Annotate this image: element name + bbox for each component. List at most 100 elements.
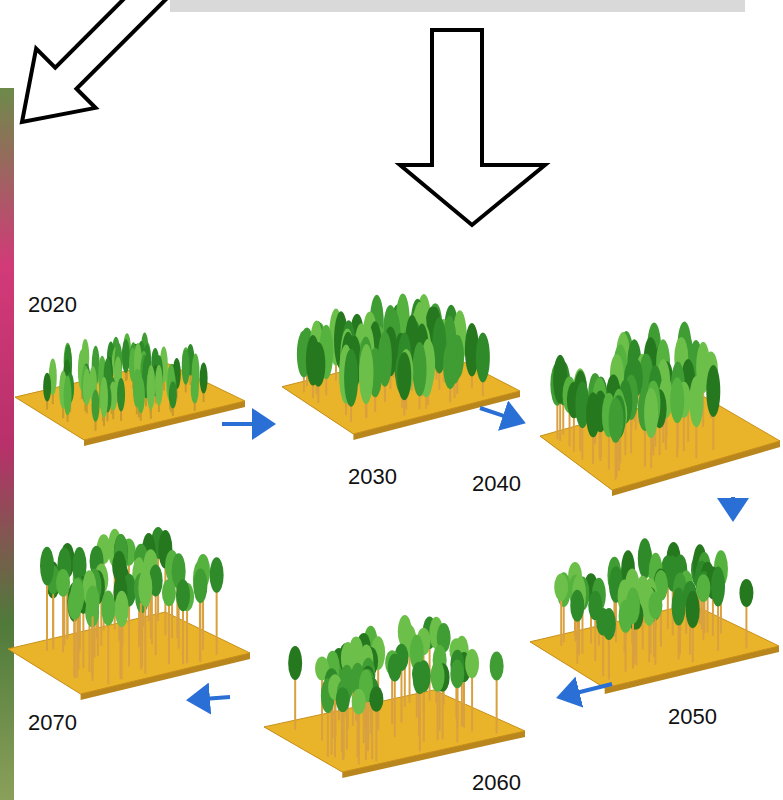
tree-canopy: [352, 689, 366, 715]
flow-arrow: [190, 697, 230, 700]
forest-plot: [282, 293, 520, 440]
tree-canopy: [388, 654, 402, 682]
tree-trunk: [82, 610, 84, 668]
tree-trunk: [74, 616, 76, 678]
photo-strip: [0, 88, 14, 800]
tree-trunk: [76, 609, 78, 678]
tree-canopy: [359, 346, 373, 404]
tree-canopy: [711, 567, 725, 607]
tree-trunk: [186, 607, 188, 663]
tree-canopy: [115, 591, 129, 627]
tree-trunk: [294, 676, 296, 729]
tree-canopy: [619, 600, 633, 633]
tree-trunk: [573, 414, 575, 451]
tree-trunk: [654, 615, 656, 665]
tree-trunk: [630, 416, 632, 454]
tree-canopy: [570, 590, 584, 622]
tree-canopy: [101, 591, 115, 626]
tree-canopy: [191, 375, 199, 404]
tree-canopy: [450, 660, 464, 689]
flow-arrow: [560, 684, 612, 697]
tree-canopy: [398, 615, 412, 648]
forest-plot: [15, 333, 245, 446]
tree-trunk: [394, 678, 396, 737]
year-label: 2070: [28, 712, 77, 734]
tree-canopy: [344, 349, 358, 407]
tree-canopy: [672, 588, 686, 626]
year-label: 2060: [472, 772, 521, 794]
tree-trunk: [692, 624, 694, 662]
tree-trunk: [592, 433, 594, 464]
tree-canopy: [431, 660, 445, 691]
tree-trunk: [456, 684, 458, 742]
tree-trunk: [648, 622, 650, 662]
tree-trunk: [556, 402, 558, 440]
tree-trunk: [608, 433, 610, 469]
tree-trunk: [599, 428, 601, 461]
flow-arrow: [222, 422, 272, 426]
outline-arrow: [0, 0, 186, 152]
tree-canopy: [137, 377, 145, 413]
tree-trunk: [46, 582, 48, 651]
tree-canopy: [311, 342, 325, 387]
tree-trunk: [342, 708, 344, 760]
tree-canopy: [193, 568, 207, 603]
tree-trunk: [676, 419, 678, 457]
tree-trunk: [121, 623, 123, 679]
flow-arrow: [731, 497, 735, 518]
tree-canopy: [155, 365, 163, 406]
tree-canopy: [336, 687, 350, 712]
tree-canopy: [686, 591, 700, 628]
tree-trunk: [334, 696, 336, 757]
tree-trunk: [327, 709, 329, 757]
tree-canopy: [413, 342, 427, 396]
tree-canopy: [122, 339, 130, 373]
tree-canopy: [490, 652, 504, 681]
tree-trunk: [437, 688, 439, 740]
tree-canopy: [117, 378, 125, 412]
tree-trunk: [712, 413, 714, 450]
tree-trunk: [695, 423, 697, 458]
tree-trunk: [678, 621, 680, 659]
tree-trunk: [375, 708, 377, 762]
tree-canopy: [92, 389, 100, 421]
tree-trunk: [563, 603, 565, 642]
tree-trunk: [182, 607, 184, 664]
tree-canopy: [609, 398, 623, 443]
tree-trunk: [650, 434, 652, 468]
tree-canopy: [476, 333, 490, 383]
tree-trunk: [659, 424, 661, 455]
tree-canopy: [147, 369, 155, 410]
tree-trunk: [367, 697, 369, 751]
tree-trunk: [409, 653, 411, 703]
outline-arrow: [400, 30, 545, 225]
year-label: 2020: [28, 294, 77, 316]
tree-trunk: [365, 698, 367, 760]
tree-trunk: [559, 400, 561, 441]
tree-trunk: [92, 612, 94, 681]
year-label: 2030: [348, 466, 397, 488]
tree-canopy: [413, 665, 427, 694]
tree-canopy: [369, 686, 383, 711]
tree-trunk: [471, 674, 473, 731]
tree-canopy: [397, 352, 411, 400]
tree-canopy: [586, 392, 600, 437]
tree-trunk: [608, 636, 610, 680]
tree-canopy: [86, 586, 100, 617]
tree-trunk: [562, 401, 564, 435]
tree-canopy: [288, 646, 302, 680]
tree-trunk: [107, 622, 109, 684]
tree-trunk: [216, 589, 218, 655]
tree-trunk: [419, 690, 421, 751]
tree-trunk: [52, 590, 54, 649]
tree-trunk: [615, 439, 617, 480]
tree-canopy: [696, 574, 710, 602]
tree-trunk: [644, 427, 646, 467]
tree-trunk: [140, 599, 142, 669]
tree-canopy: [443, 341, 457, 389]
tree-trunk: [602, 632, 604, 677]
year-label: 2040: [472, 473, 521, 495]
tree-canopy: [210, 557, 224, 593]
tree-trunk: [496, 676, 498, 733]
